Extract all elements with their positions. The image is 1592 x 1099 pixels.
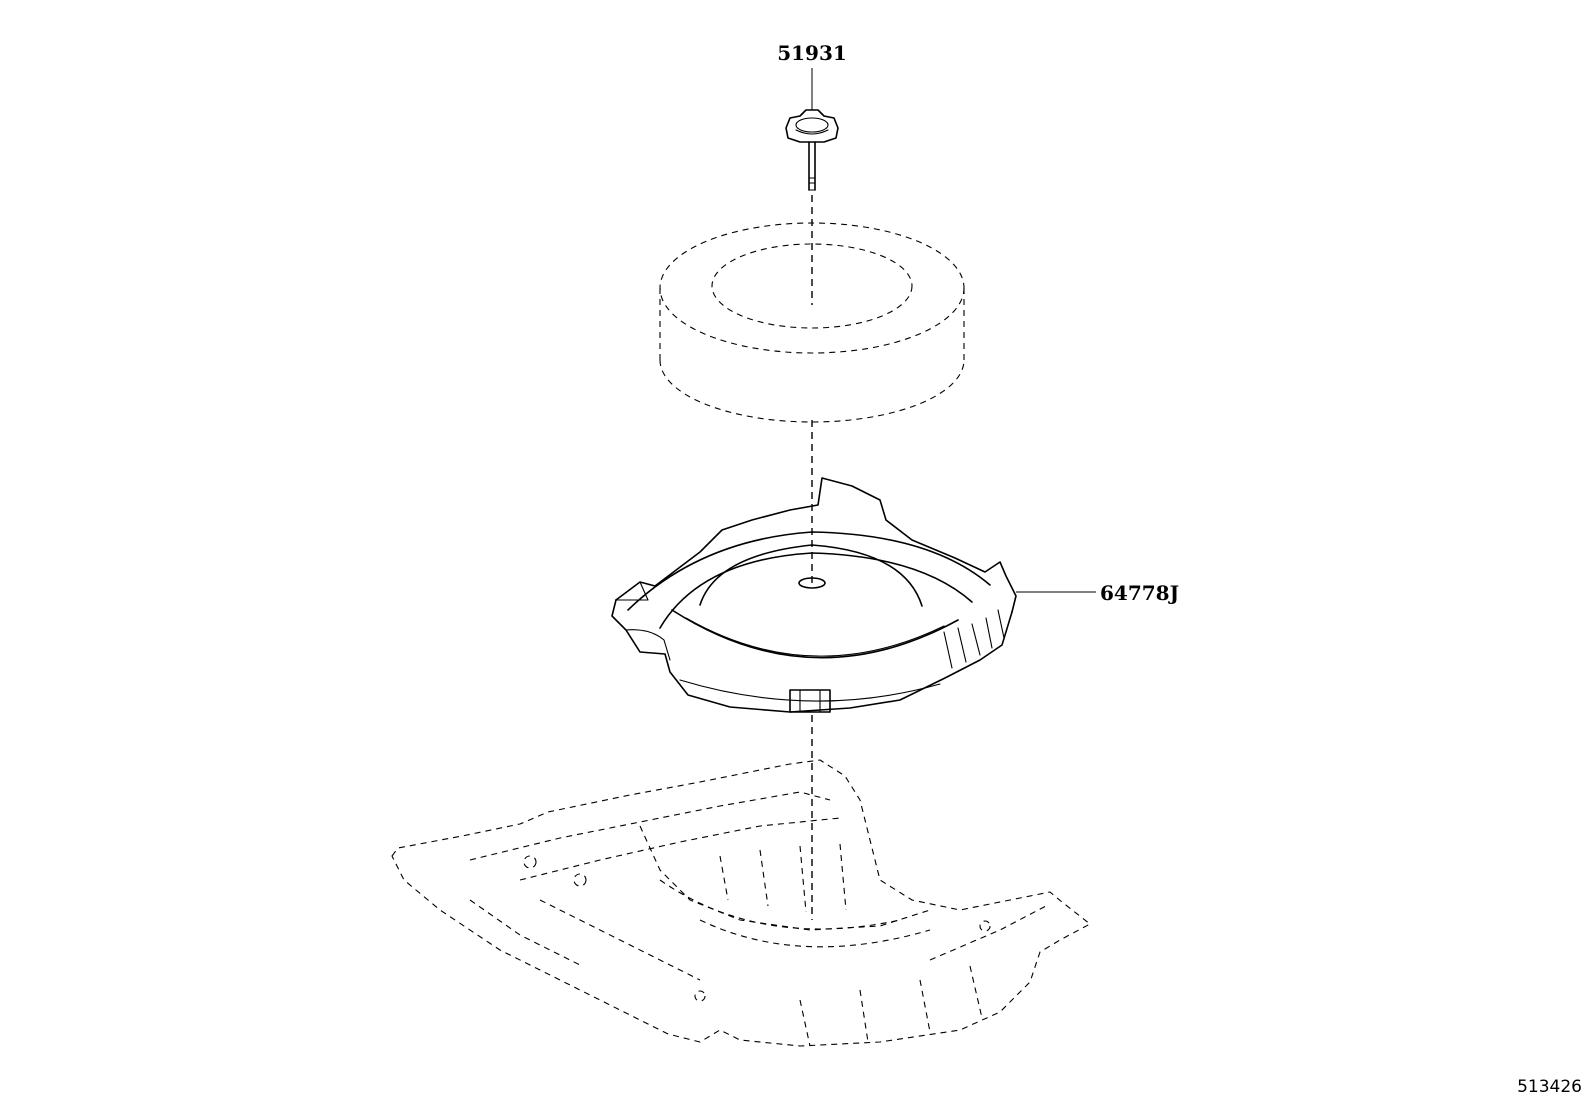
callout-51931[interactable]: 51931: [777, 41, 847, 65]
spare-tire-outline: [659, 222, 965, 423]
clamp-bolt-part[interactable]: [785, 109, 839, 191]
callout-64778j[interactable]: 64778J: [1100, 581, 1179, 605]
callout-leaders: [811, 68, 1096, 593]
rear-floor-pan-outline: [391, 759, 1091, 1047]
spare-wheel-tub-part[interactable]: [611, 477, 1017, 713]
diagram-number: 513426: [1517, 1077, 1582, 1097]
